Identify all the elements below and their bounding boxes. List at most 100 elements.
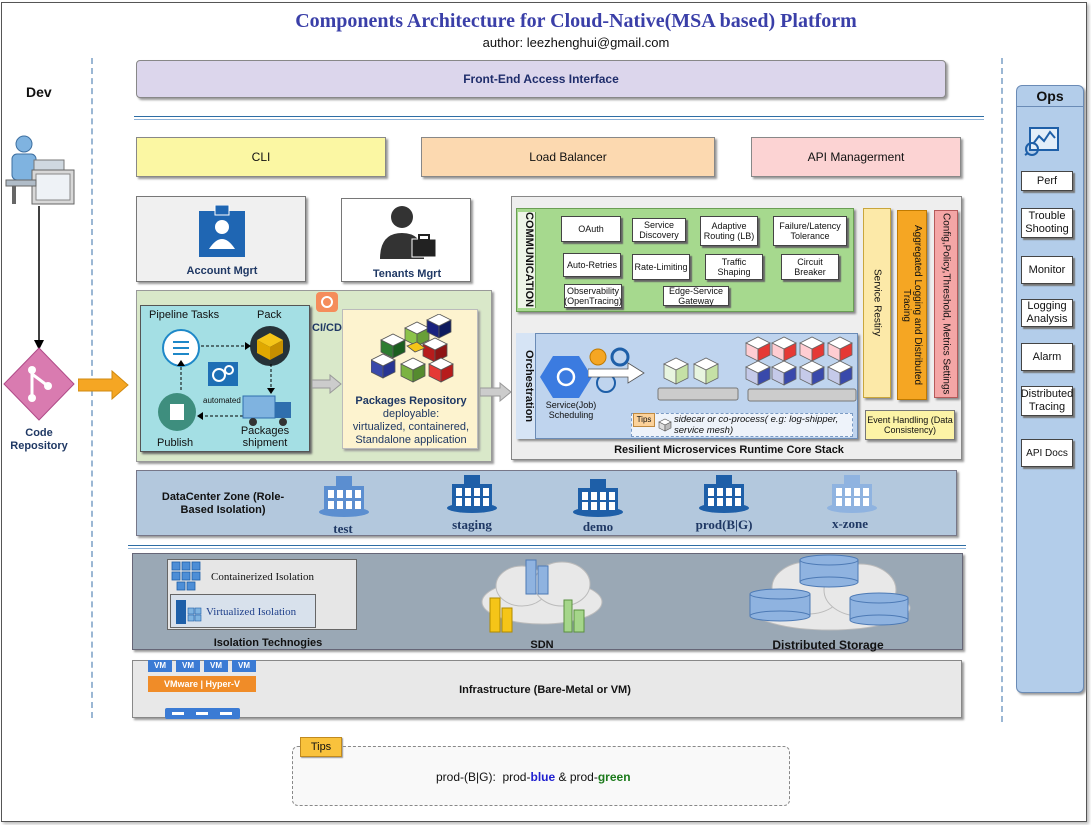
cicd-icon xyxy=(316,292,338,312)
tasks-icon xyxy=(162,329,200,367)
api-management-box: API Managerment xyxy=(751,137,961,177)
account-mgrt-label: Account Mgrt xyxy=(186,265,258,277)
tips-prefix: prod-(B|G): prod- xyxy=(436,770,531,784)
vm-badge-4: VM xyxy=(232,660,256,672)
packages-repo-line2: virtualized, containered, xyxy=(352,421,470,433)
code-repo-label: Code Repository xyxy=(10,427,68,452)
virtualized-label: Virtualized Isolation xyxy=(206,606,297,618)
tasks-to-pack-arrow xyxy=(201,342,251,350)
node-right-icon xyxy=(745,336,857,402)
container-cluster-icon xyxy=(171,561,201,591)
zone-test-label: test xyxy=(333,521,353,536)
tips-text: prod-(B|G): prod-blue & prod-green xyxy=(436,770,631,784)
tenants-mgrt-label: Tenants Mgrt xyxy=(372,268,442,280)
ops-api-docs: API Docs xyxy=(1021,439,1073,467)
packages-shipment-label: Packages shipment xyxy=(240,425,290,449)
author: author: leezhenghui@gmail.com xyxy=(482,35,670,50)
storage-label: Distributed Storage xyxy=(772,638,884,652)
oauth-box: OAuth xyxy=(561,216,621,242)
failure-tolerance-box: Failure/Latency Tolerance xyxy=(773,216,847,246)
repo-to-runtime-arrow xyxy=(480,382,512,402)
account-mgrt-box: Account Mgrt xyxy=(136,196,306,282)
tenant-icon xyxy=(380,206,437,259)
virtualized-box xyxy=(170,594,316,628)
cicd-label: CI/CD xyxy=(312,322,342,334)
infrastructure-label: Infrastructure (Bare-Metal or VM) xyxy=(459,684,631,696)
tenants-mgrt-box: Tenants Mgrt xyxy=(341,198,471,282)
ship-to-publish-arrow xyxy=(197,412,243,420)
zone-staging-label: staging xyxy=(452,517,492,532)
config-settings-box: Config,Policy,Threshold, Metrics Setting… xyxy=(934,210,958,398)
account-icon xyxy=(199,205,245,257)
page-title: Components Architecture for Cloud-Native… xyxy=(295,10,857,32)
developer-icon xyxy=(5,135,75,205)
config-settings-label: Config,Policy,Threshold, Metrics Setting… xyxy=(940,213,952,395)
service-registry-box: Service Restiry xyxy=(863,208,891,398)
isolation-label: Isolation Technogies xyxy=(213,637,323,649)
zone-demo-label: demo xyxy=(582,519,614,534)
orchestration-label: Orchestration xyxy=(516,333,536,439)
tips-box xyxy=(292,746,790,806)
sidecar-tips-badge: Tips xyxy=(633,413,655,427)
zone-test-icon xyxy=(319,476,369,517)
packages-icon xyxy=(371,314,454,383)
dev-to-repo-arrow xyxy=(34,206,44,350)
server-rack-icon xyxy=(165,708,240,719)
packages-repo-line1: deployable: xyxy=(382,408,440,420)
ops-distributed-tracing: Distributed Tracing xyxy=(1021,386,1073,416)
datacenter-zone xyxy=(136,470,957,536)
shipment-truck-icon xyxy=(242,395,291,426)
tips-green: green xyxy=(597,770,631,784)
pack-icon xyxy=(250,326,290,366)
ops-monitor: Monitor xyxy=(1021,256,1073,284)
zone-xzone-label: x-zone xyxy=(831,516,869,531)
rate-limiting-box: Rate-Limiting xyxy=(632,254,690,280)
dev-label: Dev xyxy=(26,84,52,100)
ops-label: Ops xyxy=(1036,88,1064,104)
ops-divider xyxy=(1001,58,1003,722)
sidecar-cube-icon xyxy=(658,418,672,432)
containerized-label: Containerized Isolation xyxy=(211,571,314,583)
publish-label: Publish xyxy=(157,437,194,449)
ops-logging-analysis: Logging Analysis xyxy=(1021,299,1073,327)
virtual-server-icon xyxy=(176,600,202,624)
hypervisor-badge: VMware | Hyper-V xyxy=(148,676,256,692)
edge-gateway-box: Edge-Service Gateway xyxy=(663,286,729,306)
pack-label: Pack xyxy=(257,309,282,321)
sidecar-tips-text: sidecar or co-process( e.g: log-shipper,… xyxy=(674,414,839,436)
repo-to-cicd-arrow xyxy=(78,370,129,400)
zone-prod-icon xyxy=(699,475,749,513)
adaptive-routing-box: Adaptive Routing (LB) xyxy=(700,216,758,246)
service-registry-label: Service Restiry xyxy=(871,269,883,337)
publish-icon xyxy=(158,393,196,431)
zone-demo-icon xyxy=(573,479,623,517)
vm-badge-1: VM xyxy=(148,660,172,672)
ops-header-divider xyxy=(1017,106,1083,107)
observability-box: Observability (OpenTracing) xyxy=(564,284,622,308)
zone-prod-label: prod(B|G) xyxy=(695,517,753,532)
gear-icon xyxy=(208,362,238,386)
circuit-breaker-box: Circuit Breaker xyxy=(781,254,839,280)
vm-badge-3: VM xyxy=(204,660,228,672)
event-handling-box: Event Handling (Data Consistency) xyxy=(865,410,955,440)
monitor-chart-icon xyxy=(1024,127,1059,156)
storage-cloud-icon xyxy=(749,554,911,631)
auto-retries-box: Auto-Retries xyxy=(563,253,621,277)
ops-perf: Perf xyxy=(1021,171,1073,191)
automated-label: automated xyxy=(203,396,241,405)
packages-repo-title: Packages Repository xyxy=(355,395,467,407)
load-balancer-box: Load Balancer xyxy=(421,137,715,177)
tips-blue: blue xyxy=(530,770,556,784)
cli-box: CLI xyxy=(136,137,386,177)
git-icon xyxy=(3,347,75,421)
separator-bottom xyxy=(128,545,966,549)
tips-mid: & prod- xyxy=(555,770,598,784)
service-discovery-box: Service Discovery xyxy=(632,218,686,242)
packages-repo-line3: Standalone application xyxy=(355,434,467,446)
scheduling-gear-icon xyxy=(588,347,645,393)
separator-top xyxy=(134,116,984,120)
datacenter-label: DataCenter Zone (Role-Based Isolation) xyxy=(161,491,285,516)
publish-to-tasks-arrow xyxy=(177,360,185,390)
pipeline-to-repo-arrow xyxy=(312,374,342,394)
